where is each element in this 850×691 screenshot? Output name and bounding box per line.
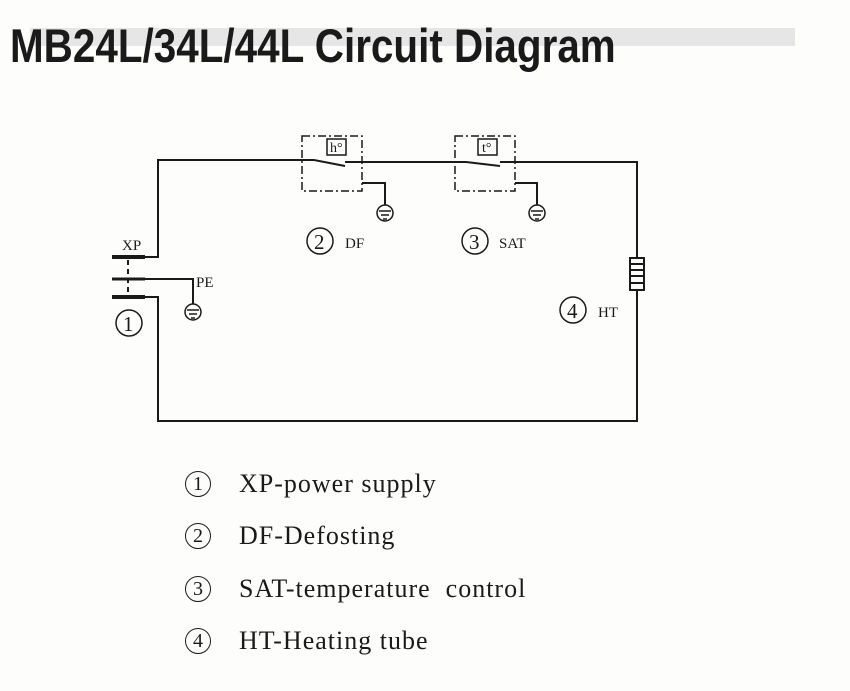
wire-pe xyxy=(145,278,194,304)
sat-switch xyxy=(454,135,538,205)
legend-number: 2 xyxy=(185,523,211,549)
ground-icon xyxy=(528,204,546,222)
legend-text: SAT-temperature control xyxy=(239,574,527,603)
heating-tube-icon xyxy=(629,257,645,291)
power-plug-icon xyxy=(112,255,145,299)
legend-item: 2 DF-Defosting xyxy=(185,521,395,551)
component-3-code: SAT xyxy=(499,236,526,252)
legend-number: 4 xyxy=(185,628,211,654)
component-1-number: 1 xyxy=(123,312,134,336)
legend-text: DF-Defosting xyxy=(239,521,396,550)
component-4-code: HT xyxy=(598,305,618,321)
xp-label: XP xyxy=(122,238,141,254)
page-title: MB24L/34L/44L Circuit Diagram xyxy=(10,19,616,72)
component-3-number: 3 xyxy=(469,230,480,254)
legend-text: HT-Heating tube xyxy=(239,626,429,655)
legend-item: 4 HT-Heating tube xyxy=(185,626,429,656)
df-box-label: h° xyxy=(330,141,343,156)
legend-item: 3 SAT-temperature control xyxy=(185,574,526,604)
df-switch xyxy=(301,135,386,205)
component-2-code: DF xyxy=(345,236,364,252)
wire-top-left xyxy=(145,159,306,258)
wire-bottom xyxy=(145,290,638,422)
pe-label: PE xyxy=(196,275,214,291)
title-band xyxy=(30,28,795,46)
ground-icon xyxy=(184,303,202,321)
sat-box-label: t° xyxy=(482,141,492,156)
component-2-number: 2 xyxy=(314,230,325,254)
legend-number: 1 xyxy=(185,471,211,497)
wire-top-right xyxy=(500,161,638,258)
legend-text: XP-power supply xyxy=(239,469,437,498)
ground-icon xyxy=(376,204,394,222)
legend-number: 3 xyxy=(185,576,211,602)
legend-item: 1 XP-power supply xyxy=(185,469,437,499)
component-4-number: 4 xyxy=(567,299,578,323)
